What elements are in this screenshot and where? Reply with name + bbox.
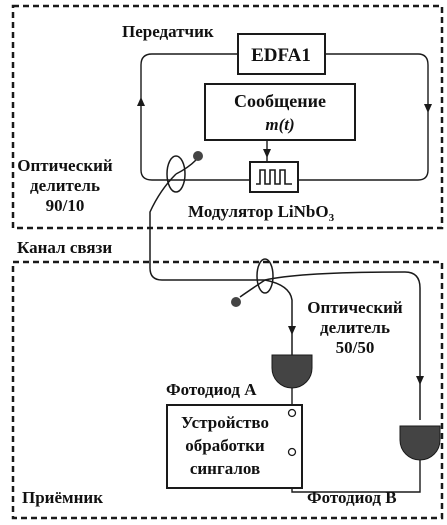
arrow-icon <box>263 149 271 158</box>
channel-fiber <box>149 250 265 281</box>
rx-splitter-line1: Оптический <box>307 298 403 317</box>
coupler-port-terminator <box>193 151 203 161</box>
receiver-arrows <box>288 326 424 385</box>
processor-input-port-b <box>287 447 297 457</box>
photodiode-b-icon <box>399 425 441 461</box>
processor-line3: сингалов <box>190 459 260 478</box>
signal-processor-box <box>166 404 303 489</box>
message-signal-label: m(t) <box>265 115 294 134</box>
fiber-coupler-icon <box>239 258 421 420</box>
arrow-icon <box>137 97 145 106</box>
transmitter-arrows <box>137 97 432 158</box>
edfa-label: EDFA1 <box>251 45 311 66</box>
message-box <box>204 83 356 141</box>
transmitter-label: Передатчик <box>122 22 214 41</box>
photodiode-a-icon <box>271 354 313 389</box>
receiver-section-border <box>11 260 444 520</box>
processor-input-port-a <box>287 408 297 418</box>
pulse-train-icon <box>256 169 292 185</box>
channel-label: Канал связи <box>17 238 112 257</box>
processor-line1: Устройство <box>181 413 269 432</box>
modulator-label: Модулятор LiNbO3 <box>188 202 335 224</box>
photodiode-a-label: Фотодиод А <box>166 380 257 399</box>
arrow-icon <box>416 376 424 385</box>
edfa-box <box>237 33 326 75</box>
transmitter-section-border <box>11 4 444 230</box>
tx-splitter-line2: делитель <box>30 176 100 195</box>
rx-splitter-line3: 50/50 <box>336 338 375 357</box>
coupler-port-terminator <box>231 297 241 307</box>
arrow-icon <box>288 326 296 335</box>
photodiode-b-label: Фотодиод В <box>307 488 397 507</box>
message-label: Сообщение <box>234 91 326 111</box>
receiver-label: Приёмник <box>22 488 103 507</box>
arrow-icon <box>424 104 432 113</box>
fiber-coupler-icon <box>149 155 197 250</box>
tx-splitter-line3: 90/10 <box>46 196 85 215</box>
rx-splitter-line2: делитель <box>320 318 390 337</box>
tx-splitter-line1: Оптический <box>17 156 113 175</box>
modulator-box <box>249 161 299 193</box>
processor-line2: обработки <box>185 436 265 455</box>
